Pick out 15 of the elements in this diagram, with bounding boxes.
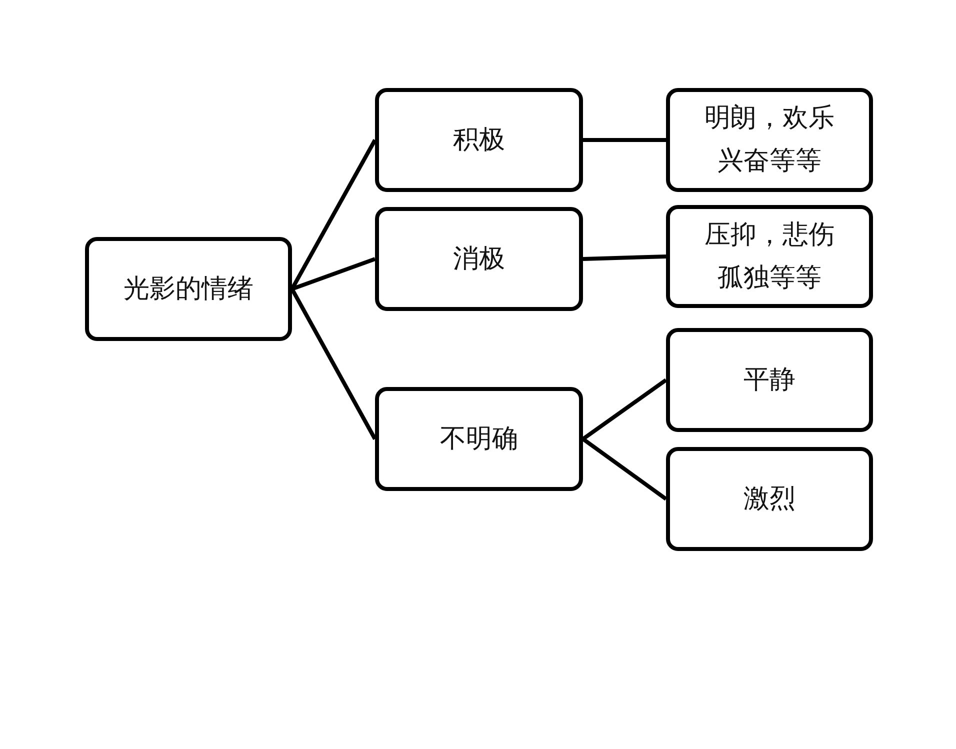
connector-line (291, 257, 376, 291)
connector-line (582, 378, 668, 441)
process-box: 明朗，欢乐兴奋等等 (666, 88, 873, 192)
process-box: 激烈 (666, 447, 873, 551)
connector-line (583, 138, 666, 142)
process-box: 消极 (375, 207, 583, 311)
connector-line (290, 288, 377, 440)
connector-line (290, 139, 377, 290)
process-box: 积极 (375, 88, 583, 192)
process-box: 平静 (666, 328, 873, 432)
connector-line (582, 437, 668, 501)
connector-line (582, 254, 666, 261)
process-box: 光影的情绪 (85, 237, 292, 341)
process-box: 不明确 (375, 387, 583, 491)
process-box: 压抑，悲伤孤独等等 (666, 205, 873, 308)
